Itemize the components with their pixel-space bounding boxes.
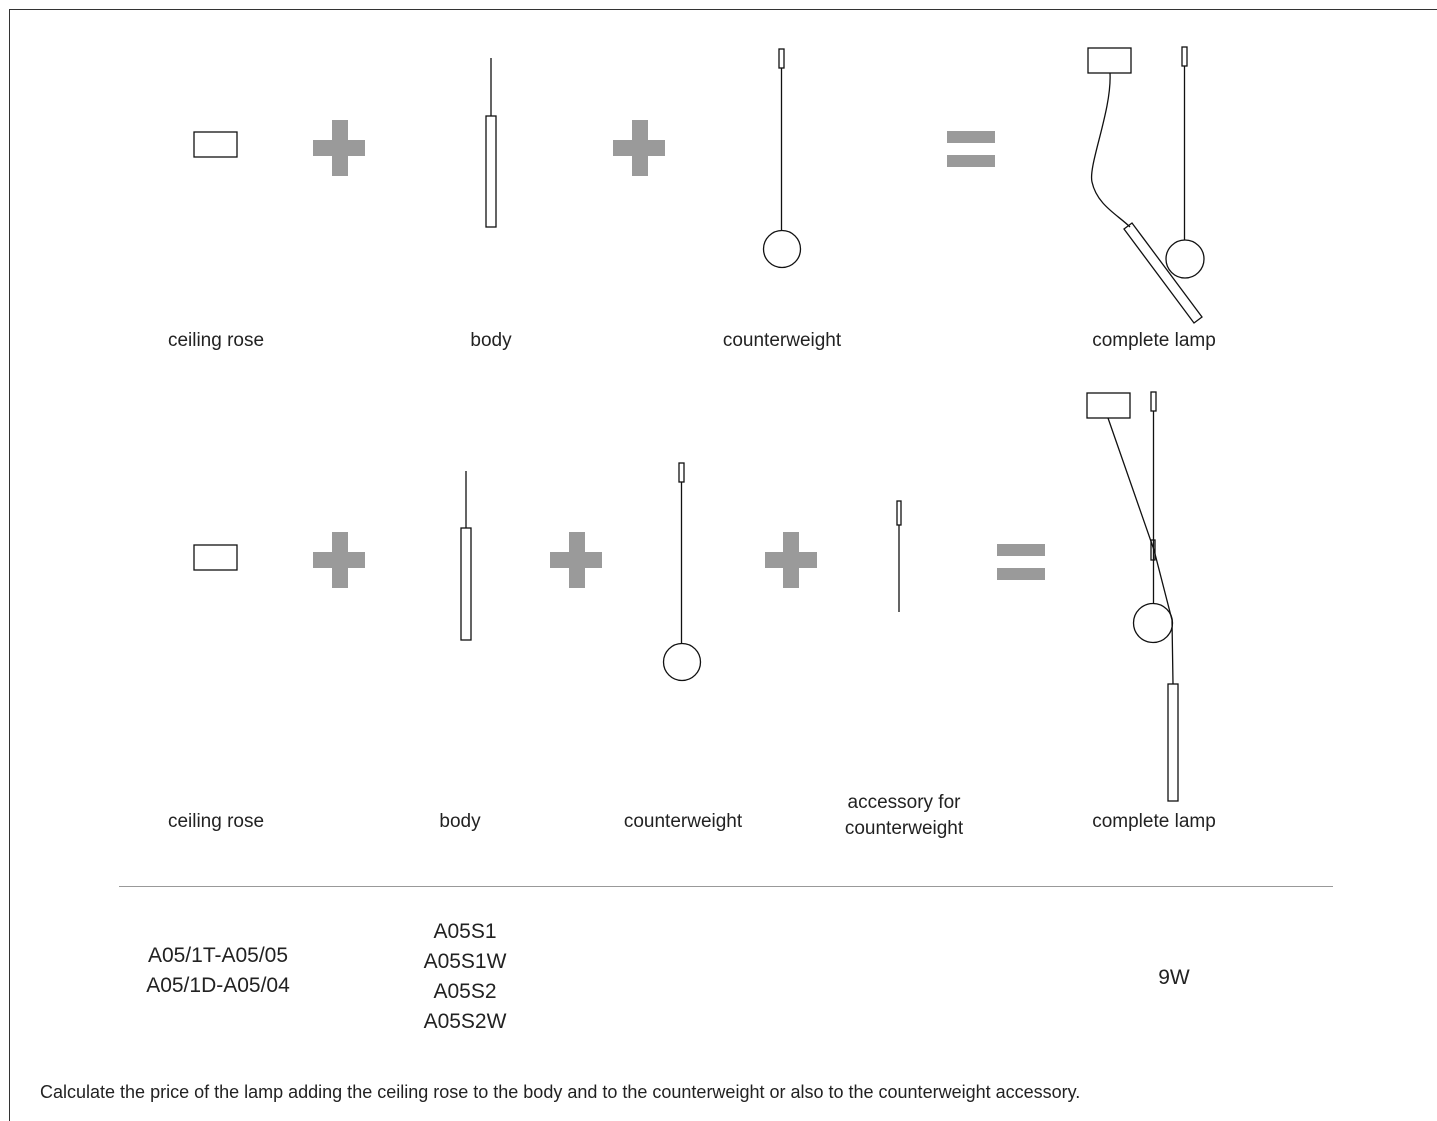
complete-lamp-drawing (1087, 46, 1205, 324)
plus-sign (313, 120, 365, 176)
ceiling-rose-codes: A05/1T-A05/05 A05/1D-A05/04 (146, 941, 290, 1001)
code-item: A05S2 (433, 980, 497, 1003)
equals-sign (947, 131, 995, 167)
ceiling-rose-drawing (193, 131, 238, 158)
code-item: A05S2W (423, 1010, 507, 1033)
body-drawing (485, 58, 497, 228)
label-complete-lamp: complete lamp (1092, 811, 1216, 832)
code-item: A05/1T-A05/05 (147, 944, 289, 967)
plus-sign (765, 532, 817, 588)
label-ceiling-rose: ceiling rose (167, 811, 265, 832)
label-counterweight: counterweight (722, 330, 842, 351)
plus-sign (313, 532, 365, 588)
counterweight-accessory-drawing (896, 500, 902, 612)
plus-sign (613, 120, 665, 176)
label-body: body (439, 811, 481, 832)
plus-sign (550, 532, 602, 588)
code-item: A05S1W (423, 950, 507, 973)
label-accessory-for-counterweight: accessory for counterweight (844, 792, 964, 839)
label-counterweight: counterweight (623, 811, 743, 832)
label-ceiling-rose: ceiling rose (167, 330, 265, 351)
pricing-note: Calculate the price of the lamp adding t… (40, 1082, 1081, 1102)
label-body: body (470, 330, 512, 351)
section-divider (119, 886, 1333, 887)
code-item: A05/1D-A05/04 (146, 974, 290, 997)
counterweight-drawing (762, 48, 802, 269)
operators (313, 120, 1045, 588)
power-rating: 9W (1158, 966, 1190, 989)
counterweight-drawing (662, 462, 702, 682)
frame-top-border (9, 9, 1437, 10)
equals-sign (997, 544, 1045, 580)
body-codes: A05S1 A05S1W A05S2 A05S2W (424, 917, 507, 1037)
frame-left-border (9, 9, 10, 1121)
body-drawing (460, 471, 472, 641)
code-item: A05S1 (433, 920, 497, 943)
drawings (193, 46, 1205, 802)
complete-lamp-drawing (1086, 391, 1179, 802)
label-complete-lamp: complete lamp (1092, 330, 1216, 351)
ceiling-rose-drawing (193, 544, 238, 571)
